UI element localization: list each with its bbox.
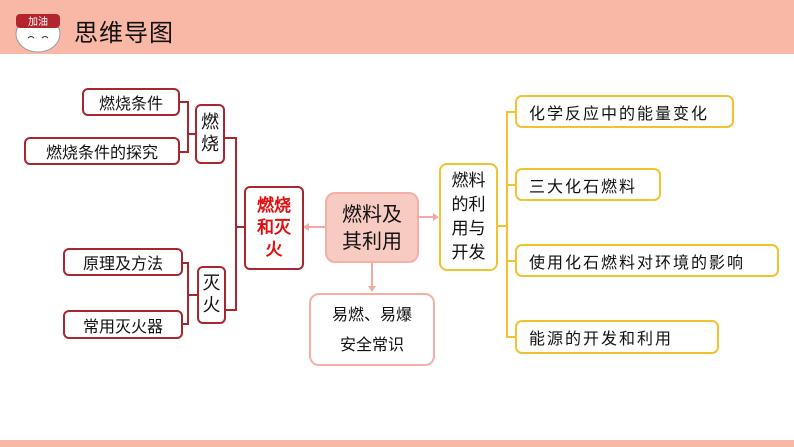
mascot-logo: 加油 [15, 14, 61, 53]
node-center: 燃料及其利用 [325, 192, 419, 263]
arrow-down-icon [368, 286, 376, 292]
node-combustion-exploration: 燃烧条件的探究 [24, 137, 180, 165]
node-extinguish: 灭火 [197, 266, 226, 324]
node-combustion-and-extinguish: 燃烧和灭火 [244, 186, 304, 270]
node-energy-development: 能源的开发和利用 [515, 320, 719, 354]
arrow-right-icon [433, 213, 439, 221]
node-fossil-fuels: 三大化石燃料 [515, 168, 661, 201]
arrow-left-icon [303, 223, 309, 231]
node-safety: 易燃、易爆 安全常识 [309, 293, 435, 366]
footer-band [0, 440, 794, 447]
node-environment-impact: 使用化石燃料对环境的影响 [515, 244, 779, 277]
safety-line1: 易燃、易爆 [331, 304, 412, 324]
node-combustion-conditions: 燃烧条件 [82, 88, 180, 116]
page-title: 思维导图 [74, 19, 174, 47]
node-fuel-use: 燃料的利用与开发 [439, 163, 498, 271]
header-band [0, 0, 794, 54]
safety-line2: 安全常识 [339, 334, 404, 354]
node-combustion: 燃烧 [195, 104, 225, 164]
node-extinguishers: 常用灭火器 [63, 310, 183, 339]
node-principle-method: 原理及方法 [63, 248, 183, 276]
node-energy-change: 化学反应中的能量变化 [515, 95, 734, 128]
svg-text:加油: 加油 [28, 15, 48, 28]
